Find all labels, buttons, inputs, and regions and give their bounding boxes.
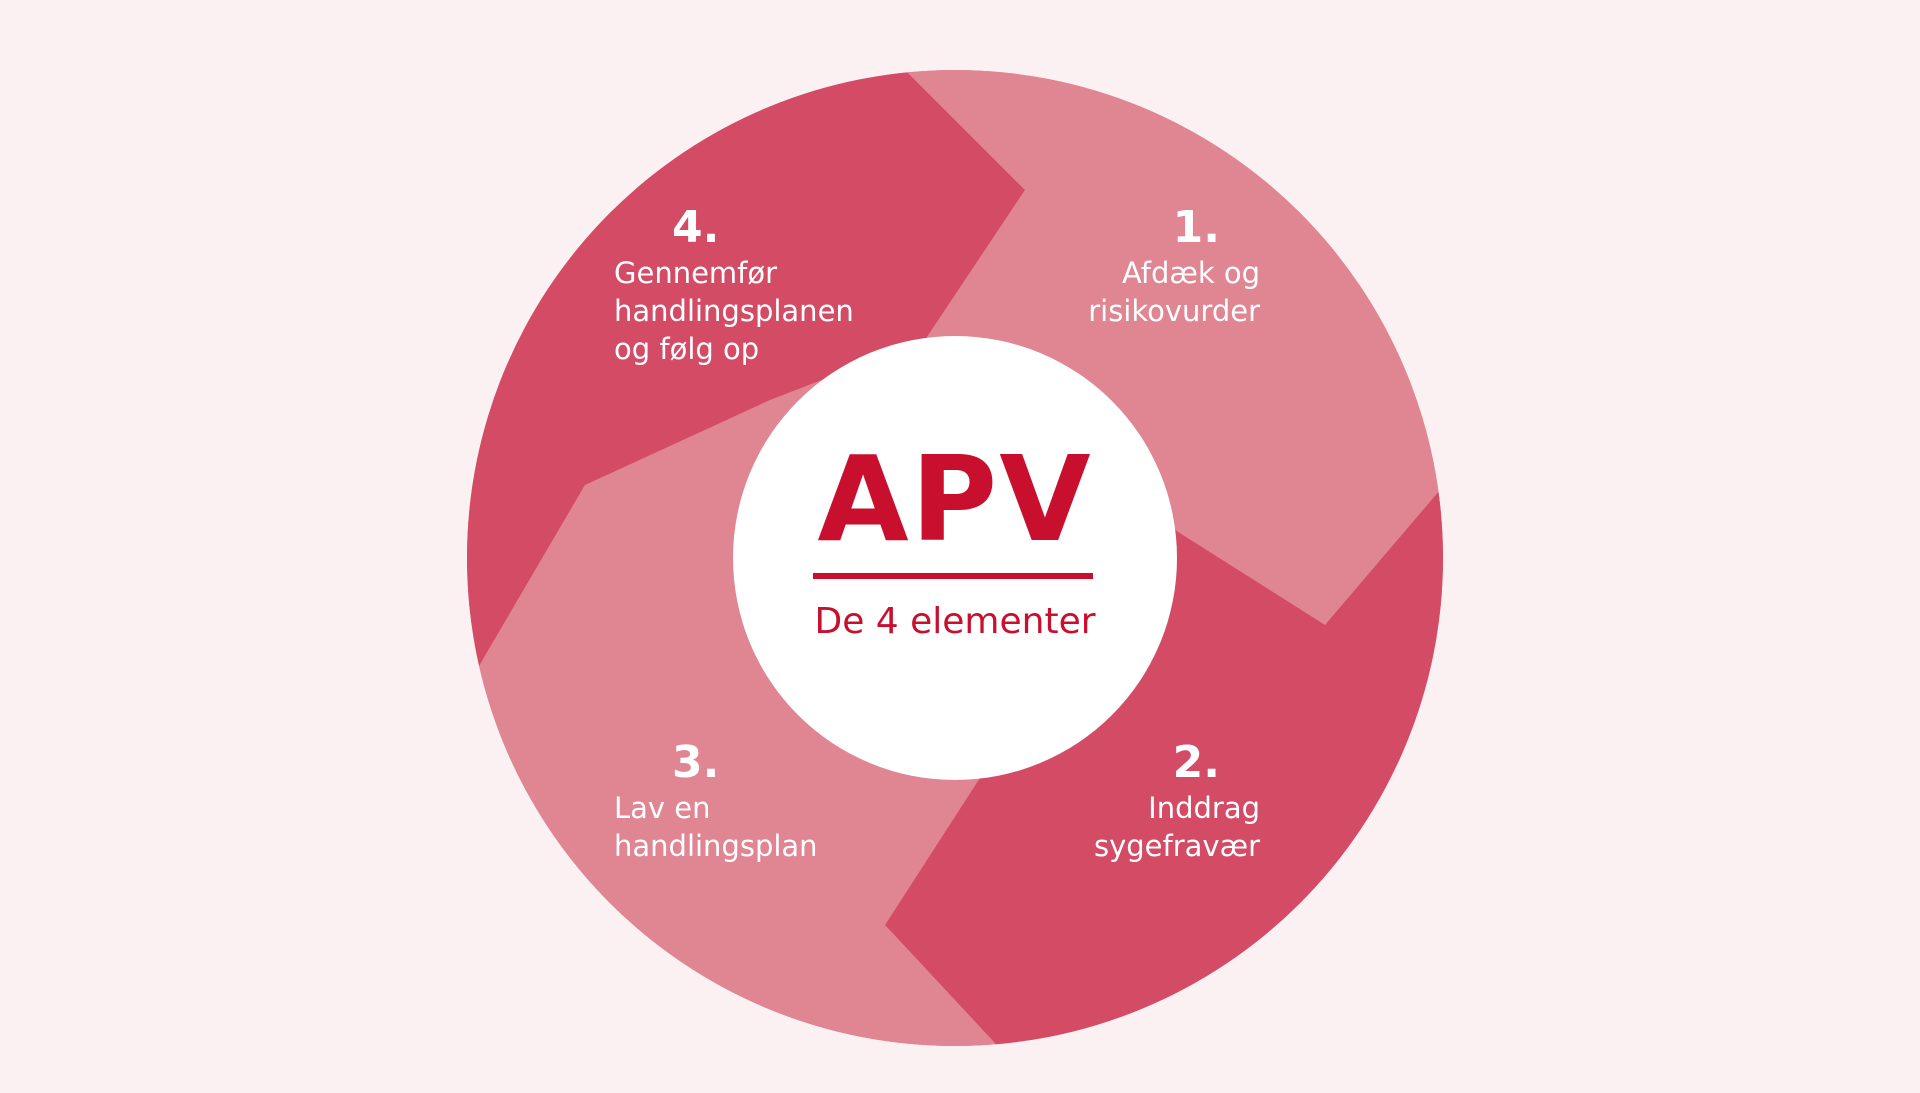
step-1-number: 1. — [1172, 202, 1220, 253]
step-4-number: 4. — [672, 202, 720, 253]
step-1-text: Afdæk og risikovurder — [1088, 256, 1260, 328]
step-3-text: Lav en handlingsplan — [614, 791, 818, 863]
step-2-number: 2. — [1172, 737, 1220, 788]
step-4-text: Gennemfør handlingsplanen og følg op — [614, 256, 854, 366]
center-divider — [813, 573, 1093, 579]
center-subtitle: De 4 elementer — [814, 601, 1096, 642]
step-2-text: Inddrag sygefravær — [1094, 791, 1260, 863]
step-3-number: 3. — [672, 737, 720, 788]
center-circle — [733, 336, 1177, 780]
center-title: APV — [817, 430, 1093, 568]
